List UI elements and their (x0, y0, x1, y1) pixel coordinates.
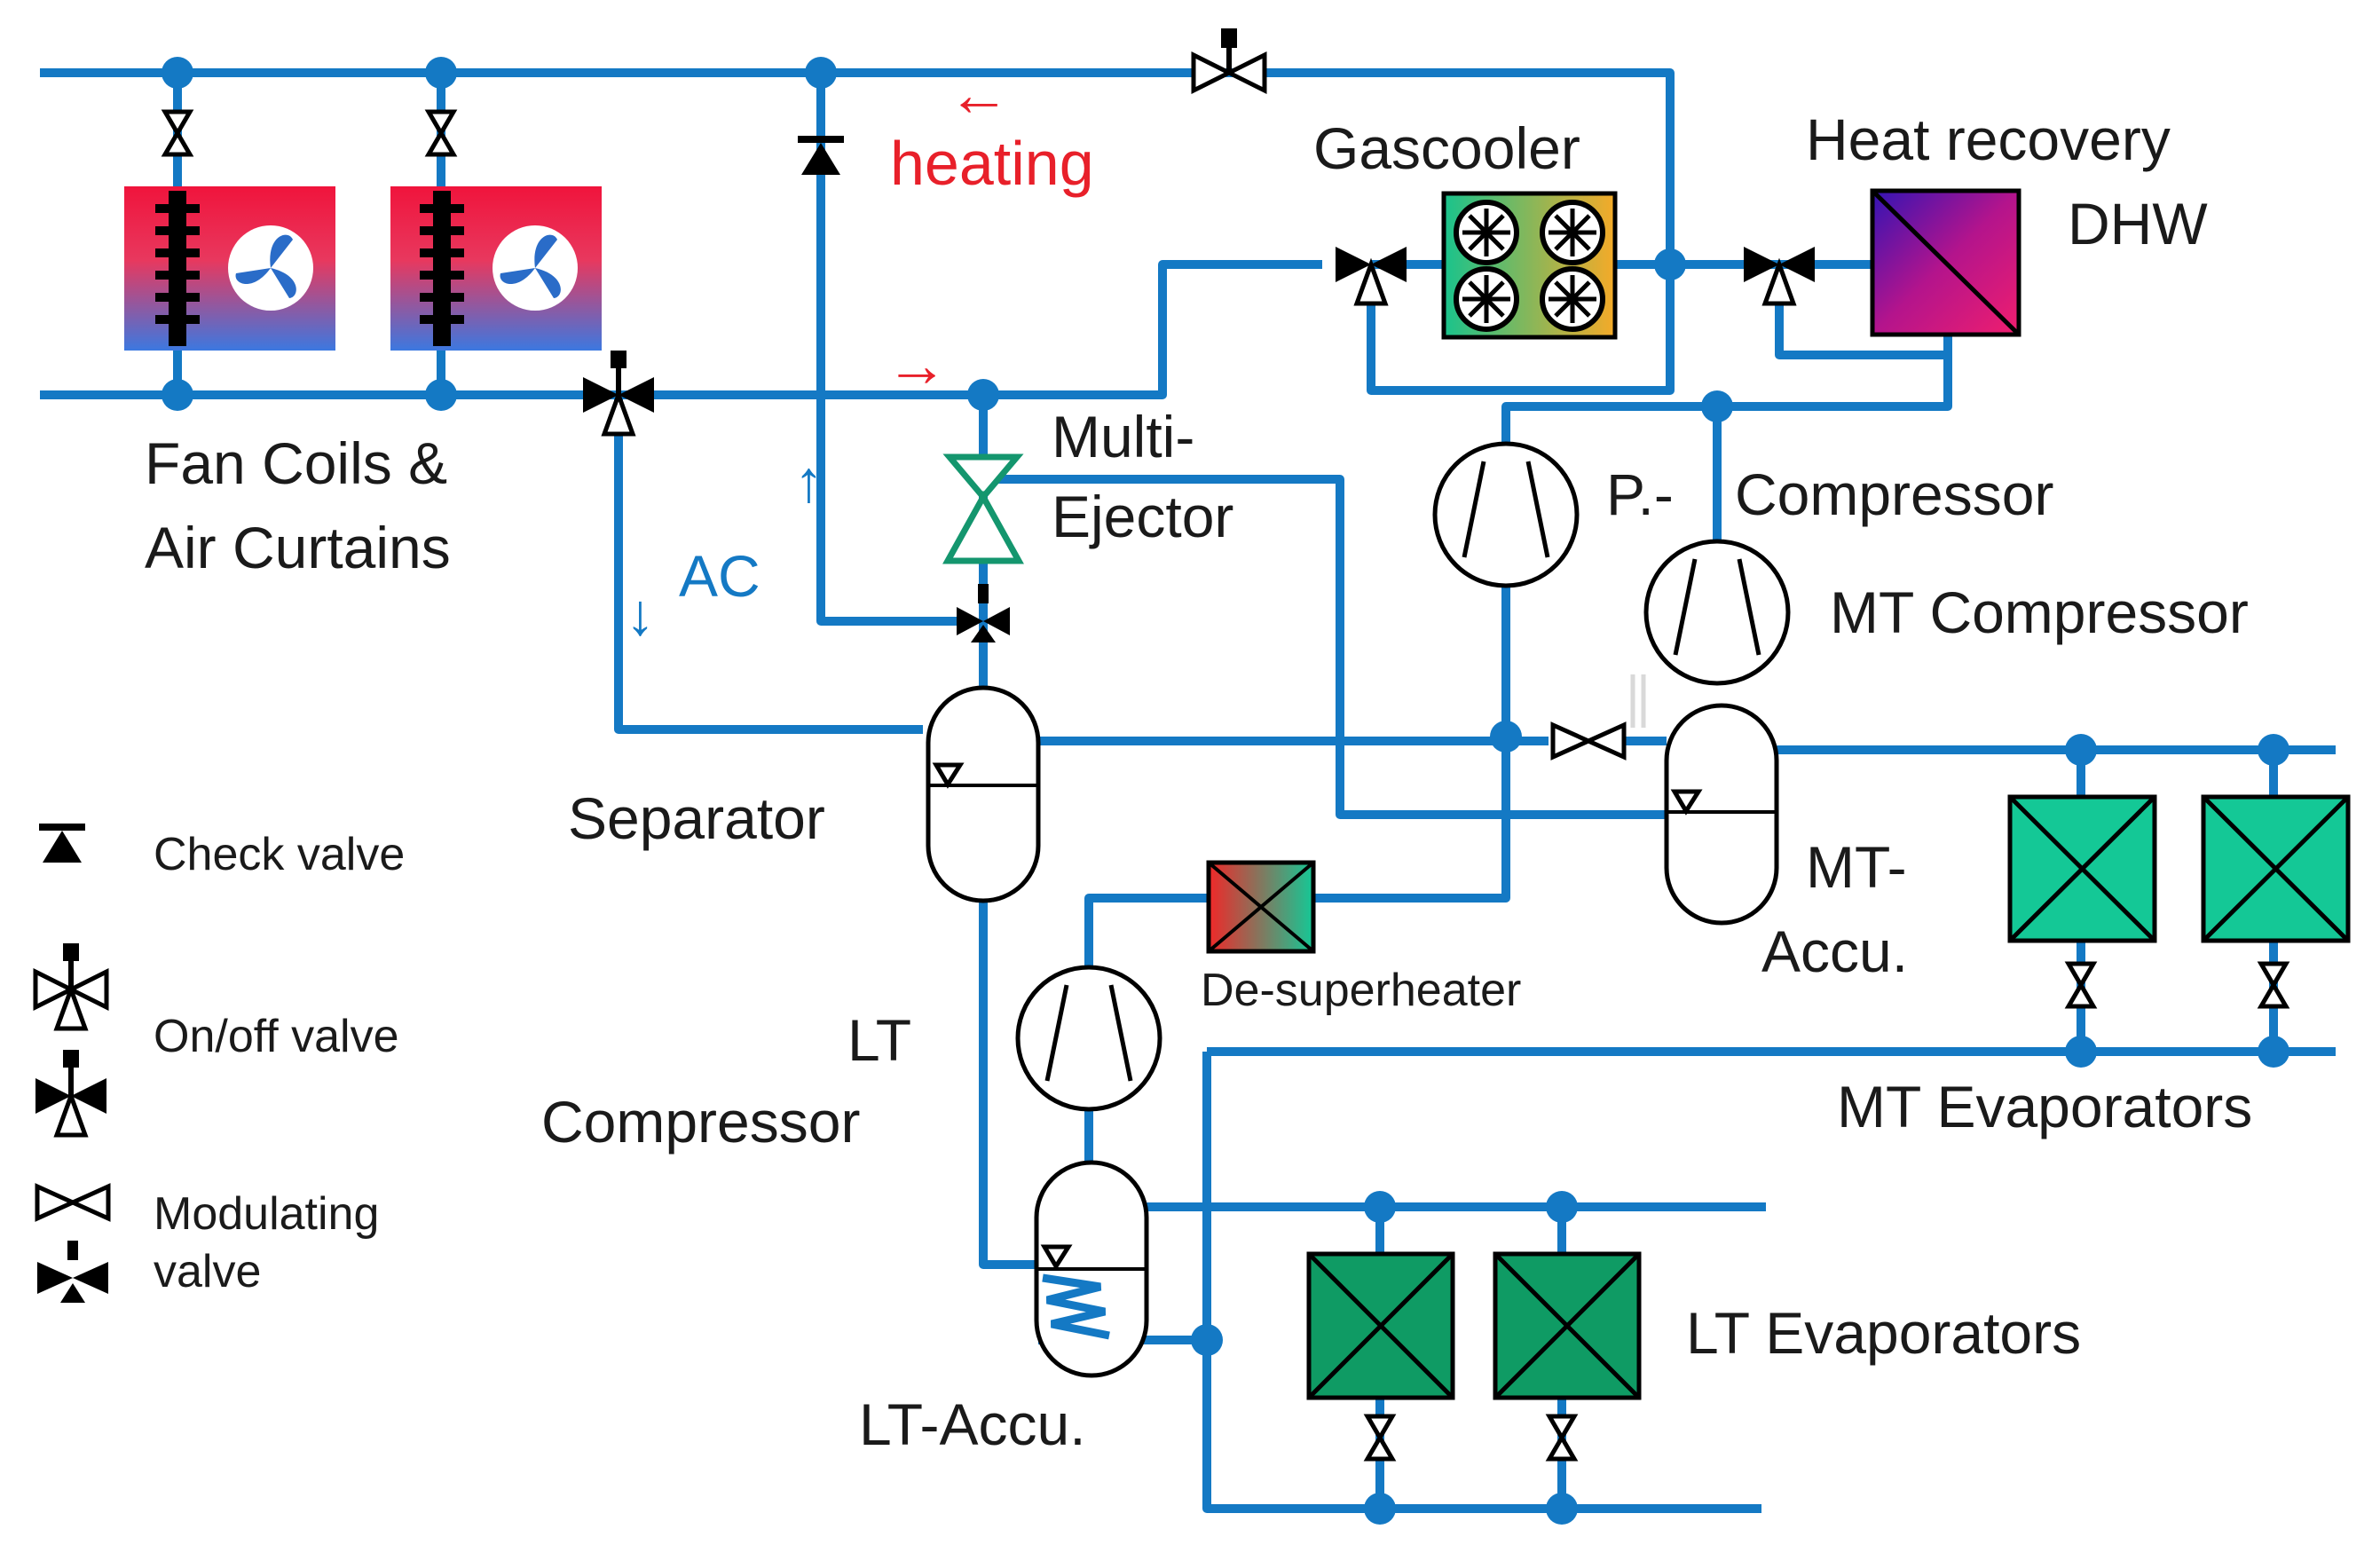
multi-ejector-label-1: Multi- (1052, 404, 1194, 469)
fan-coil-2-valve-icon (429, 112, 453, 154)
fan-coil-three-way-valve-icon (583, 351, 654, 437)
legend-modulating-valve-label-1: Modulating (154, 1188, 379, 1240)
heat-recovery-label-2: DHW (2068, 191, 2208, 256)
mt-accumulator-vessel (1664, 703, 1779, 926)
mt-compressor (1643, 539, 1791, 686)
heating-arrow-left: ← (948, 59, 1010, 129)
gascooler-label: Gascooler (1313, 115, 1580, 181)
p-compressor (1432, 441, 1580, 588)
fan-icon (228, 225, 313, 311)
legend-modulating-valve-label-2: valve (154, 1246, 261, 1297)
fan-coils-label-1: Fan Coils & (145, 430, 447, 496)
multi-ejector (942, 453, 1024, 564)
heat-recovery-exchanger (1870, 188, 2021, 337)
lt-evaporator-2 (1493, 1251, 1642, 1400)
heat-recovery-three-way-valve-icon (1744, 247, 1815, 306)
lt-evaporator-1-valve-icon (1367, 1416, 1392, 1459)
fan-coil-unit-2 (390, 186, 602, 351)
diagram-labels: ← heating → Gascooler Heat recovery DHW … (145, 59, 2252, 1457)
mt-evaporator-1-valve-icon (2069, 964, 2093, 1006)
mt-accu-label-1: MT- (1806, 834, 1907, 900)
multi-ejector-label-2: Ejector (1052, 484, 1233, 549)
gascooler-three-way-valve-icon (1336, 247, 1407, 306)
top-line-on-off-valve-icon (1191, 28, 1267, 95)
legend-check-valve-label: Check valve (154, 829, 405, 880)
fan-icon (493, 225, 578, 311)
coil-fins-icon (420, 191, 464, 346)
lt-accumulator-vessel (1034, 1160, 1149, 1378)
ac-arrow-down: ↓ (626, 581, 655, 647)
legend-on-off-valve-label: On/off valve (154, 1011, 399, 1062)
legend-modulating-valve-hollow-icon (35, 1183, 111, 1222)
legend-modulating-valve-solid-icon (37, 1241, 108, 1303)
ac-arrow-up: ↑ (794, 448, 824, 514)
ejector-modulating-valve-icon (957, 584, 1010, 642)
legend: Check valve On/off valve Modulating valv… (33, 824, 405, 1303)
fan-coils-label-2: Air Curtains (145, 515, 451, 580)
p-compressor-label-p: P.- (1606, 461, 1674, 527)
lt-evaporator-1 (1306, 1251, 1455, 1400)
lt-compressor-label-1: LT (847, 1007, 911, 1073)
lt-compressor (1015, 965, 1162, 1112)
separator-vessel (926, 685, 1041, 903)
mt-evaporator-2 (2201, 794, 2351, 943)
lt-evaporator-2-valve-icon (1549, 1416, 1574, 1459)
legend-on-off-valve-solid-icon (35, 1050, 106, 1138)
mt-evaporator-2-valve-icon (2261, 964, 2286, 1006)
de-superheater-exchanger (1206, 860, 1316, 954)
mt-line-modulating-valve-icon (1550, 721, 1627, 761)
mt-evaporator-1 (2007, 794, 2157, 943)
p-compressor-label: Compressor (1735, 461, 2053, 527)
check-valve-icon (798, 136, 844, 175)
mt-line-hold-icon (1630, 674, 1646, 728)
lt-evaporators-label: LT Evaporators (1686, 1300, 2081, 1366)
heating-label: heating (890, 129, 1094, 198)
lt-compressor-label-2: Compressor (541, 1089, 860, 1155)
gascooler-unit (1441, 191, 1618, 340)
coil-fins-icon (155, 191, 200, 346)
separator-label: Separator (568, 785, 825, 851)
heat-recovery-label-1: Heat recovery (1806, 106, 2171, 172)
fan-coil-1-valve-icon (165, 112, 190, 154)
mt-accu-label-2: Accu. (1761, 918, 1908, 984)
pipe-junctions (162, 57, 2289, 1525)
legend-on-off-valve-hollow-icon (33, 943, 109, 1031)
mt-evaporators-label: MT Evaporators (1837, 1074, 2252, 1139)
de-superheater-label: De-superheater (1201, 965, 1521, 1016)
legend-check-valve-icon (39, 824, 85, 863)
lt-accu-label: LT-Accu. (859, 1391, 1086, 1457)
ac-label: AC (679, 543, 760, 609)
mt-compressor-label: MT Compressor (1830, 579, 2249, 645)
fan-coil-unit-1 (124, 186, 335, 351)
heating-arrow-right: → (886, 330, 948, 399)
